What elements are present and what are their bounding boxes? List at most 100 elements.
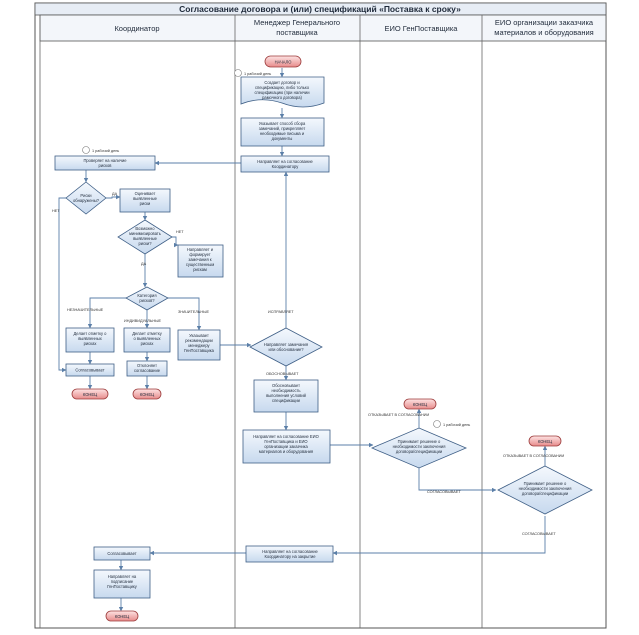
node-text: Обосновывает (272, 383, 300, 388)
node-text: Создает договор и (264, 80, 299, 85)
node-text: Координатору (272, 164, 300, 169)
edge-label: ДА (112, 192, 118, 196)
lane-label-manager: поставщика (276, 28, 318, 37)
edge-label: ОБОСНОВЫВАЕТ (266, 372, 299, 376)
start-terminator (264, 55, 302, 68)
edge (172, 236, 179, 248)
node-text: замечания к (188, 257, 211, 262)
node-text: Направляет на согласование (262, 549, 318, 554)
node-text: материалов и оборудования (259, 449, 313, 454)
decision-risks-found (65, 181, 107, 215)
node-text: согласование (134, 368, 161, 373)
edge (106, 194, 121, 200)
end-terminator (105, 610, 139, 622)
node-text: формирует (189, 252, 210, 257)
node-text: Делает отметку о (74, 331, 108, 336)
node-text: Указывает (189, 333, 209, 338)
node-text: ГенПоставщику (107, 584, 138, 589)
node-text: Категория (137, 293, 156, 298)
node-text: необходимость (271, 388, 300, 393)
node-text: или обоснование? (268, 347, 304, 352)
edge (58, 197, 67, 373)
node-text: рекомендации (185, 338, 213, 343)
process-agree (65, 363, 115, 377)
edge-label: НЕЗНАЧИТЕЛЬНЫЕ (67, 308, 104, 312)
node-text: документы (272, 136, 293, 141)
node-text: договора/спецификации (396, 449, 442, 454)
lane-header-row (39, 14, 607, 42)
timer-label: 1 рабочий день (244, 72, 271, 76)
end-label: КОНЕЦ (538, 439, 552, 444)
edge (418, 466, 497, 493)
node-text: Делает отметку (132, 331, 162, 336)
node-text: организации заказчика (264, 444, 308, 449)
end-terminator (528, 435, 562, 447)
node-text: Координатору на закрытие (264, 554, 316, 559)
node-text: обнаружены? (73, 198, 100, 203)
timer-label: 1 рабочий день (92, 149, 119, 153)
decision-minimize-risks (117, 219, 173, 255)
decision-eio-gen (370, 427, 468, 469)
node-text: договора/спецификации (522, 491, 568, 496)
node-text: рисках (141, 341, 154, 346)
edge-label: ОТКАЗЫВАЕТ В СОГЛАСОВАНИИ (503, 454, 564, 458)
lane-label-eio-customer: материалов и оборудования (494, 28, 593, 37)
node-text: рискам (193, 267, 207, 272)
end-label: КОНЕЦ (140, 392, 154, 397)
node-text: необходимости заключения (519, 486, 572, 491)
edge (87, 297, 128, 329)
node-text: Риски (80, 193, 91, 198)
node-text: ГенПоставщика (184, 348, 215, 353)
node-text: Направляет на согласование ЕИО (253, 434, 319, 439)
node-text: минимизировать (129, 231, 161, 236)
process-justify (253, 379, 319, 413)
node-text: ГенПоставщика и ЕИО (264, 439, 307, 444)
node-text: о выявленных (133, 336, 160, 341)
lane-label-eio-gen: ЕИО ГенПоставщика (385, 24, 459, 33)
end-label: КОНЕЦ (115, 614, 129, 619)
node-text: спецификацию (при наличии (254, 90, 309, 95)
process-send-to-eio (242, 429, 331, 464)
decision-manager-response (249, 327, 323, 367)
process-attach-documents (240, 117, 325, 147)
node-text: Принимает решение о (398, 439, 441, 444)
end-terminator (71, 388, 109, 400)
process-final-agree (93, 546, 151, 561)
edge-label: ОТКАЗЫВАЕТ В СОГЛАСОВАНИИ (368, 413, 429, 417)
node-text: Согласовывает (107, 551, 136, 556)
node-text: Направляет на согласование (257, 159, 313, 164)
process-send-for-closing (245, 545, 334, 563)
process-send-to-sign (93, 569, 151, 599)
start-label: НАЧАЛО (275, 60, 292, 65)
edge (168, 297, 202, 331)
process-send-to-coordinator (240, 155, 330, 173)
node-text: выявленных (78, 336, 102, 341)
node-text: риски (140, 201, 151, 206)
edge-label: НЕТ (52, 209, 60, 213)
end-terminator (132, 388, 162, 400)
process-recommendations (177, 329, 221, 361)
node-text: выявленные (133, 196, 158, 201)
edge-label: ИНДИВИДУАЛЬНЫЕ (124, 319, 162, 323)
process-evaluate-risks (119, 188, 171, 213)
edge (332, 516, 546, 556)
process-mark-individual-risks (123, 327, 171, 353)
node-text: подписание (111, 579, 134, 584)
timer-icon (82, 146, 90, 154)
node-text: Согласовывает (75, 368, 104, 373)
edge-label: ЗНАЧИТЕЛЬНЫЕ (178, 310, 209, 314)
edge-label: НЕТ (176, 230, 184, 234)
diagram-frame (34, 2, 607, 629)
node-text: выявленные (133, 236, 158, 241)
lane-label-manager: Менеджер Генерального (254, 18, 340, 27)
process-reject (126, 360, 168, 377)
node-text: Направляет замечания (264, 342, 308, 347)
node-text: Указывает способ сбора (259, 121, 306, 126)
node-text: существенным (186, 262, 214, 267)
edge-label: ИСПРАВЛЯЕТ (268, 310, 294, 314)
process-check-risks (54, 155, 156, 171)
node-text: рамочного договора) (262, 95, 302, 100)
timer-icon (234, 69, 242, 77)
document-create-contract (240, 76, 325, 108)
